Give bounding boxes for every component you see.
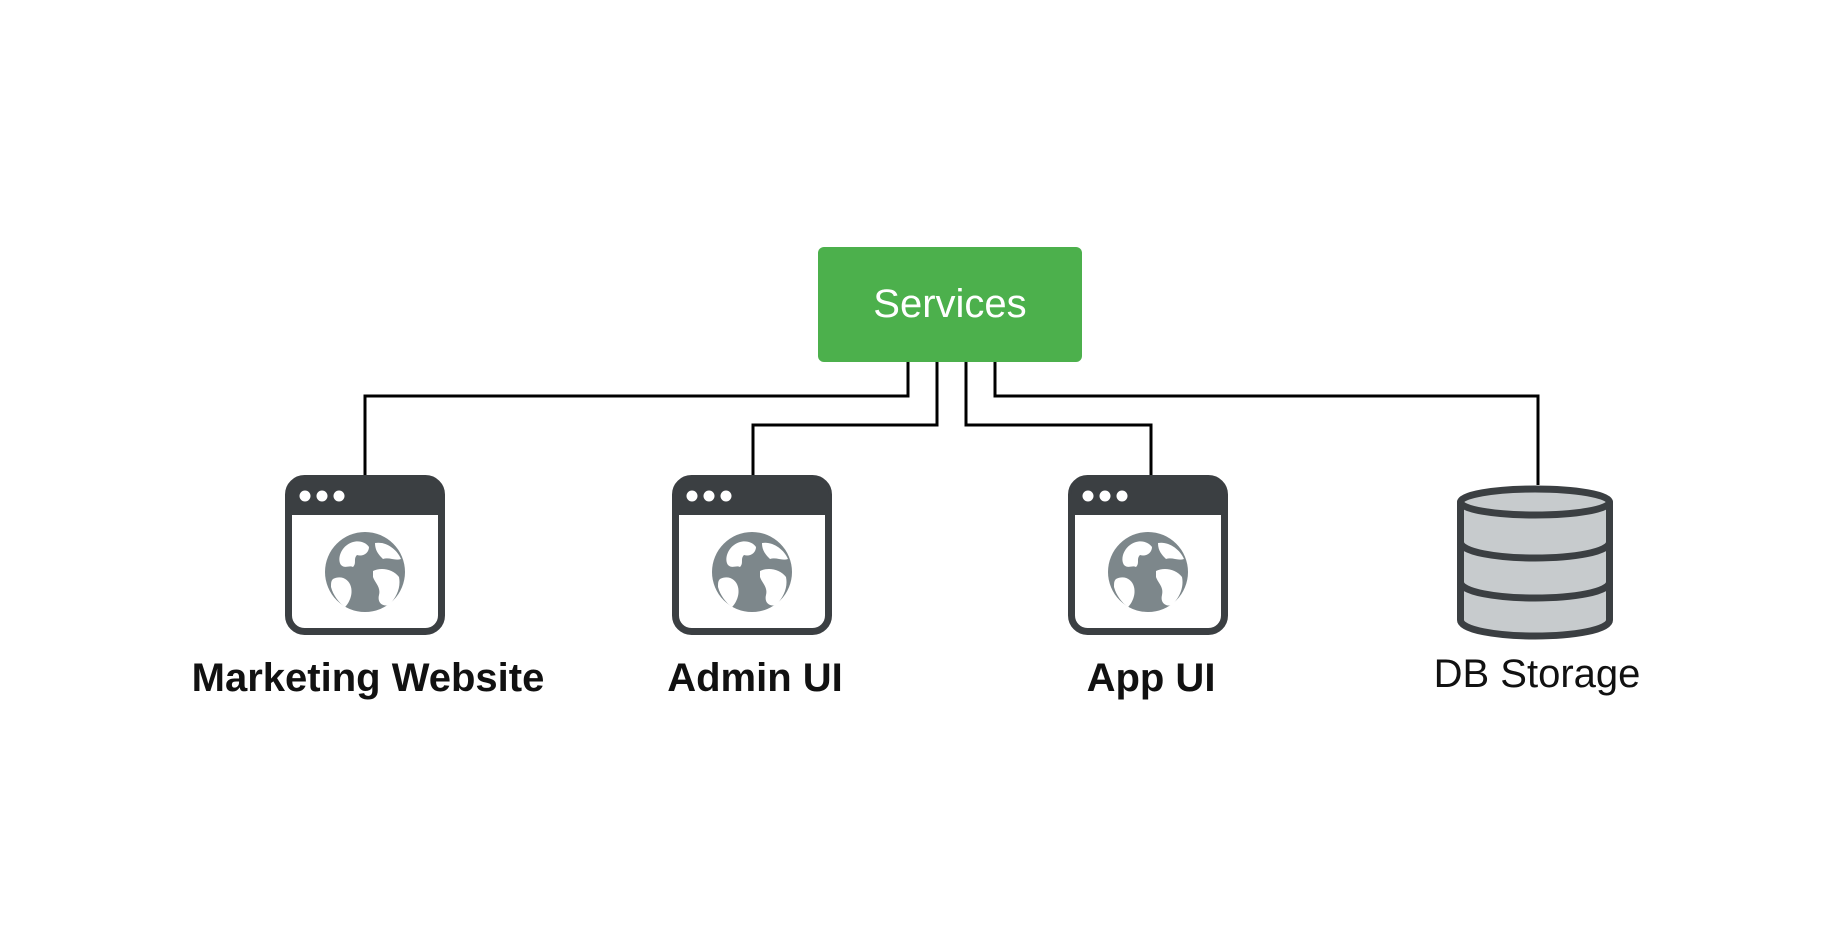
node-label: Marketing Website [192,656,545,700]
node-db-storage: DB Storage [1434,489,1641,696]
connector-admin-ui [751,361,939,478]
node-label: DB Storage [1434,652,1641,696]
connector-marketing-website [363,361,910,478]
node-admin-ui: Admin UI [667,479,843,700]
connector-app-ui [964,361,1153,478]
services-label: Services [873,282,1026,326]
browser-globe-icon [289,479,442,632]
browser-globe-icon [1072,479,1225,632]
node-app-ui: App UI [1072,479,1225,700]
node-marketing-website: Marketing Website [192,479,545,700]
services-node: Services [818,247,1082,362]
database-icon [1461,489,1610,636]
node-label: Admin UI [667,656,843,700]
services-box [818,247,1082,362]
browser-globe-icon [676,479,829,632]
connector-db-storage [993,361,1540,485]
connectors [363,361,1540,485]
node-label: App UI [1087,656,1216,700]
